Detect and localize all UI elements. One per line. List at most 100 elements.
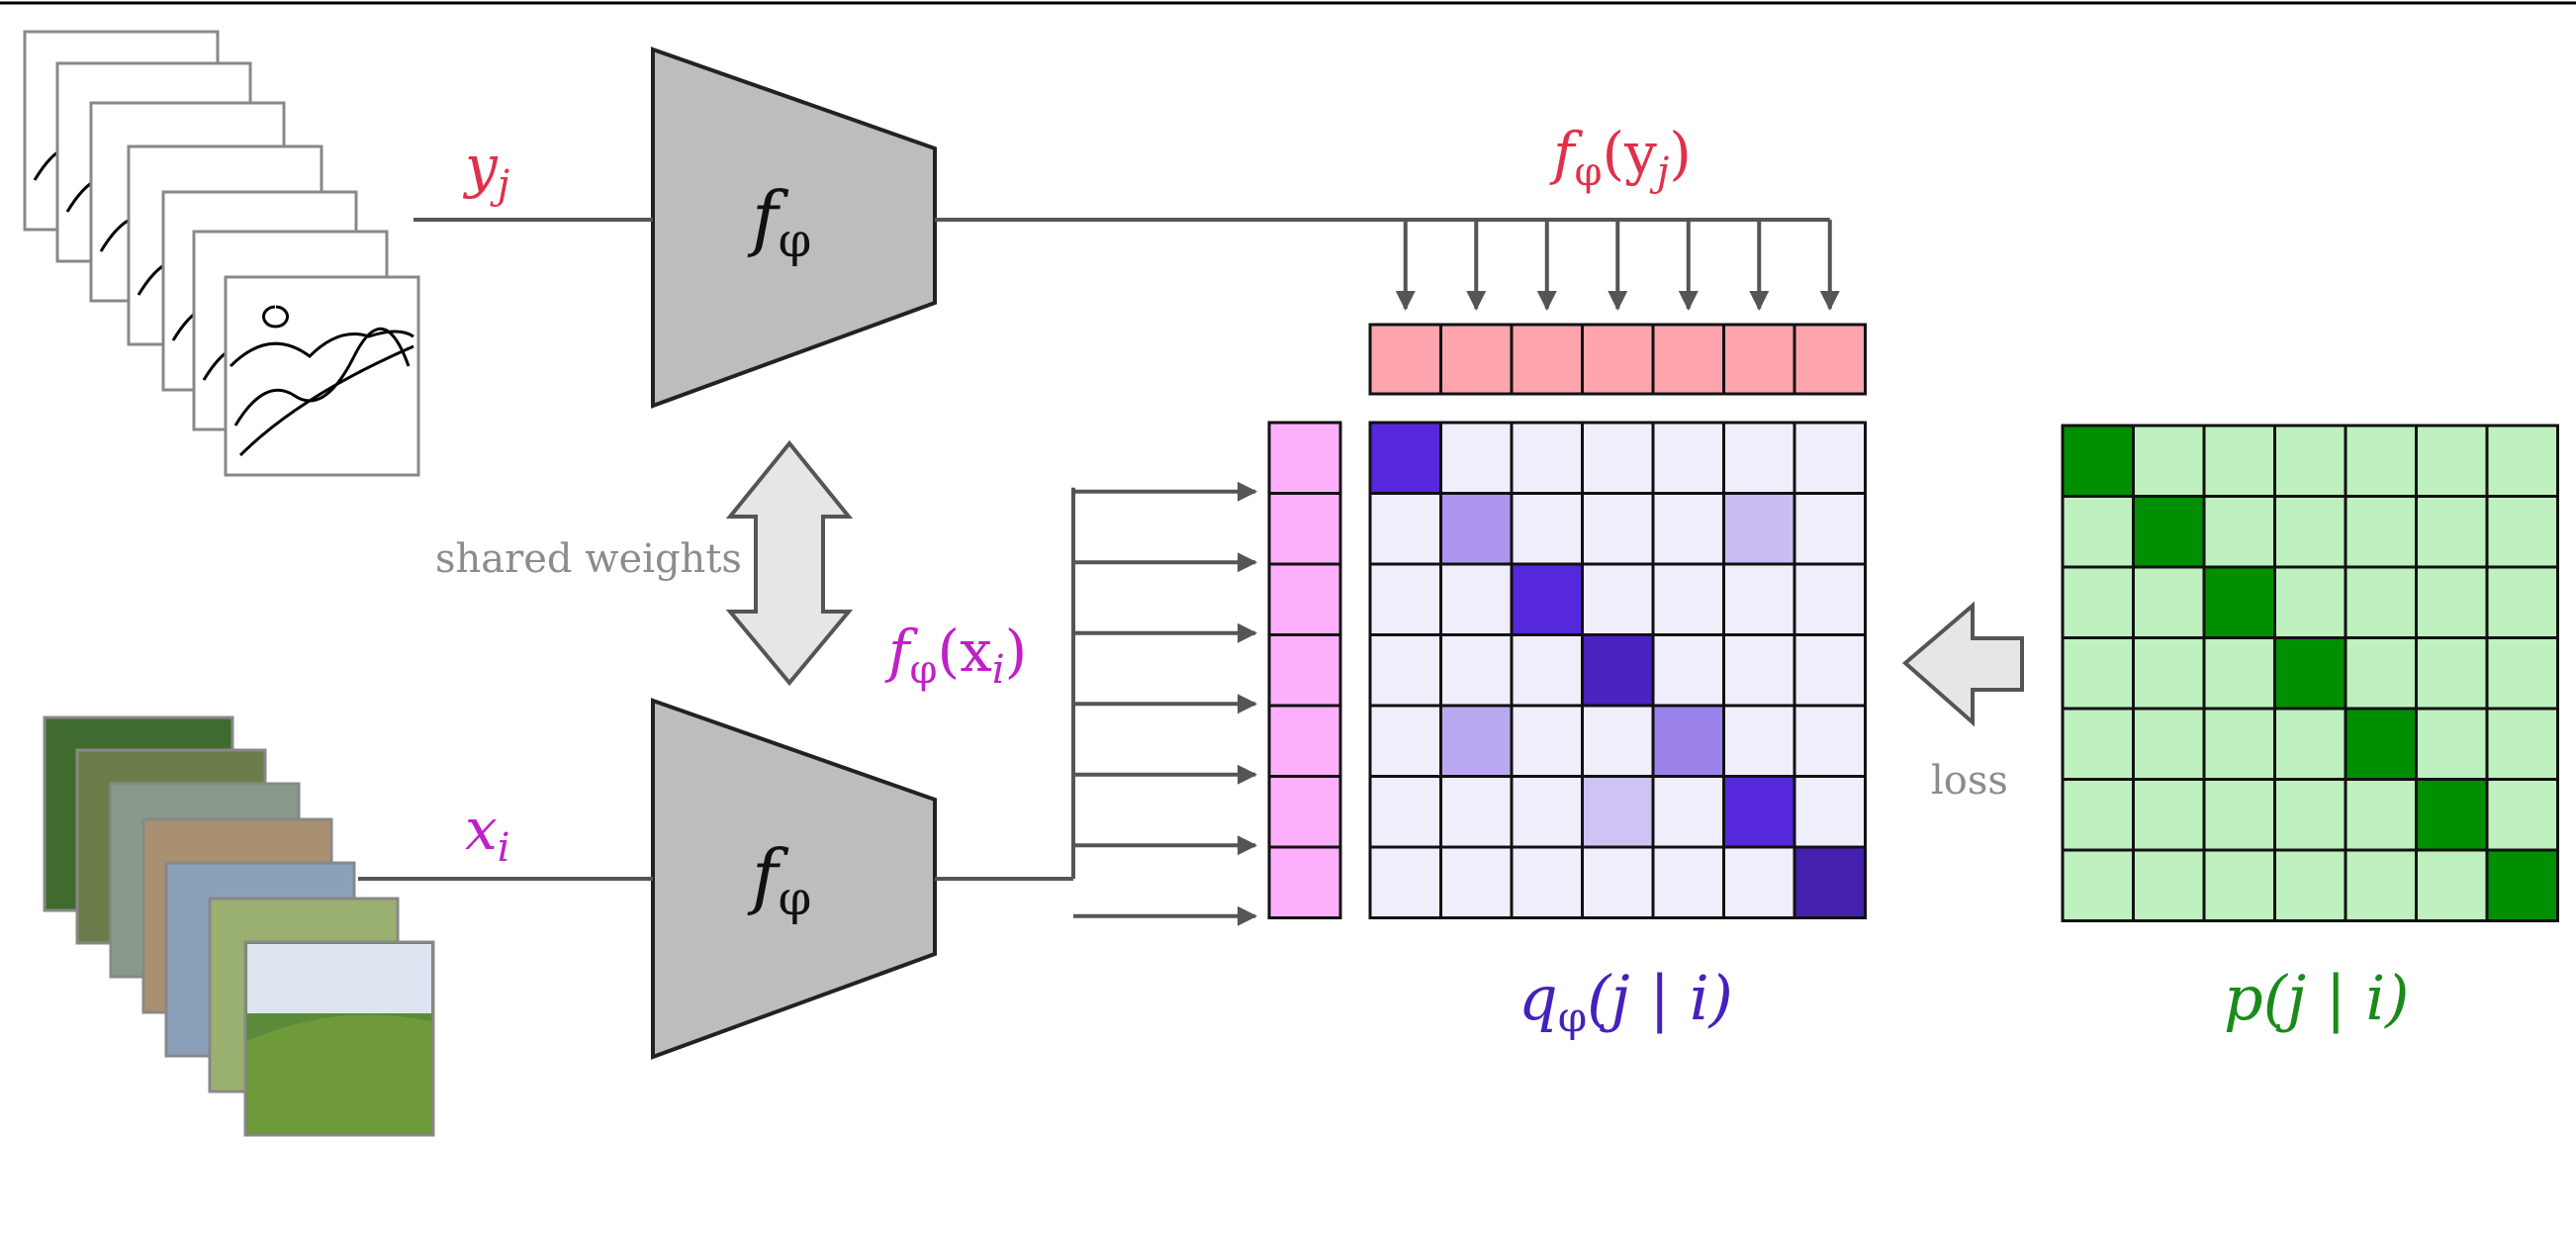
p-cell — [2202, 495, 2276, 569]
p-cell — [2485, 636, 2559, 711]
q-cell — [1651, 775, 1725, 849]
p-cell — [2132, 636, 2206, 711]
q-cell — [1439, 704, 1514, 778]
p-cell — [2344, 636, 2418, 711]
q-cell — [1439, 845, 1514, 919]
p-cell — [2202, 848, 2276, 922]
f-y-label: fφ(yj) — [1549, 120, 1692, 195]
p-cell — [2344, 495, 2418, 569]
q-cell — [1793, 421, 1867, 495]
encoder-top — [651, 47, 937, 409]
q-matrix — [1368, 421, 1867, 919]
x-vector-cell — [1267, 492, 1342, 566]
p-cell — [2132, 495, 2206, 569]
loss-label: loss — [1931, 758, 2008, 804]
p-cell — [2344, 424, 2418, 498]
p-cell — [2273, 848, 2347, 922]
x-vector-cell — [1267, 704, 1342, 778]
q-cell — [1793, 704, 1867, 778]
q-cell — [1793, 845, 1867, 919]
q-cell — [1793, 633, 1867, 708]
x-i-label: xi — [465, 796, 510, 871]
x-vector-cell — [1267, 633, 1342, 708]
p-cell — [2132, 848, 2206, 922]
p-cell — [2061, 424, 2135, 498]
q-cell — [1439, 492, 1514, 566]
p-cell — [2061, 778, 2135, 852]
q-cell — [1439, 421, 1514, 495]
q-cell — [1722, 775, 1796, 849]
p-cell — [2061, 707, 2135, 781]
q-cell — [1793, 775, 1867, 849]
p-cell — [2061, 565, 2135, 639]
x-embedding-vector — [1267, 421, 1342, 919]
q-cell — [1722, 421, 1796, 495]
shared-weights-label: shared weights — [435, 536, 742, 582]
x-vector-cell — [1267, 775, 1342, 849]
q-cell — [1368, 492, 1442, 566]
sketch-stack — [23, 30, 420, 477]
photo-stack — [43, 715, 435, 1137]
q-cell — [1510, 562, 1584, 636]
p-cell — [2415, 778, 2489, 852]
sketch-card — [224, 275, 420, 477]
p-cell — [2344, 707, 2418, 781]
p-cell — [2485, 778, 2559, 852]
p-cell — [2485, 495, 2559, 569]
p-cell — [2415, 565, 2489, 639]
q-cell — [1651, 421, 1725, 495]
p-cell — [2415, 636, 2489, 711]
y-vector-cell — [1439, 323, 1514, 396]
x-embedding-arrows — [935, 481, 1257, 926]
q-caption: qφ(j | i) — [1518, 962, 1733, 1041]
q-cell — [1793, 492, 1867, 566]
q-cell — [1439, 562, 1514, 636]
q-cell — [1722, 562, 1796, 636]
p-cell — [2202, 424, 2276, 498]
p-cell — [2061, 495, 2135, 569]
x-vector-cell — [1267, 845, 1342, 919]
p-cell — [2415, 848, 2489, 922]
f-x-label: fφ(xi) — [884, 618, 1027, 693]
p-cell — [2202, 778, 2276, 852]
q-cell — [1439, 775, 1514, 849]
p-cell — [2273, 636, 2347, 711]
encoder-bottom — [651, 698, 937, 1060]
q-cell — [1510, 421, 1584, 495]
q-cell — [1581, 775, 1655, 849]
q-cell — [1581, 421, 1655, 495]
loss-arrow — [1901, 601, 2024, 727]
y-vector-cell — [1793, 323, 1867, 396]
p-cell — [2415, 424, 2489, 498]
q-cell — [1439, 633, 1514, 708]
q-cell — [1581, 633, 1655, 708]
y-vector-cell — [1722, 323, 1796, 396]
y-vector-cell — [1510, 323, 1584, 396]
q-cell — [1651, 633, 1725, 708]
q-cell — [1510, 845, 1584, 919]
p-cell — [2415, 707, 2489, 781]
q-cell — [1368, 421, 1442, 495]
p-cell — [2344, 848, 2418, 922]
p-cell — [2132, 707, 2206, 781]
y-vector-cell — [1651, 323, 1725, 396]
q-cell — [1581, 492, 1655, 566]
p-cell — [2061, 848, 2135, 922]
q-cell — [1368, 562, 1442, 636]
p-cell — [2273, 707, 2347, 781]
p-cell — [2344, 778, 2418, 852]
p-cell — [2415, 495, 2489, 569]
q-cell — [1368, 633, 1442, 708]
p-cell — [2202, 707, 2276, 781]
q-cell — [1368, 775, 1442, 849]
p-cell — [2132, 778, 2206, 852]
y-vector-cell — [1581, 323, 1655, 396]
y-j-label: yj — [462, 133, 509, 208]
p-cell — [2132, 424, 2206, 498]
q-cell — [1581, 704, 1655, 778]
p-cell — [2273, 495, 2347, 569]
q-cell — [1368, 845, 1442, 919]
q-cell — [1510, 704, 1584, 778]
p-cell — [2202, 636, 2276, 711]
q-cell — [1510, 492, 1584, 566]
